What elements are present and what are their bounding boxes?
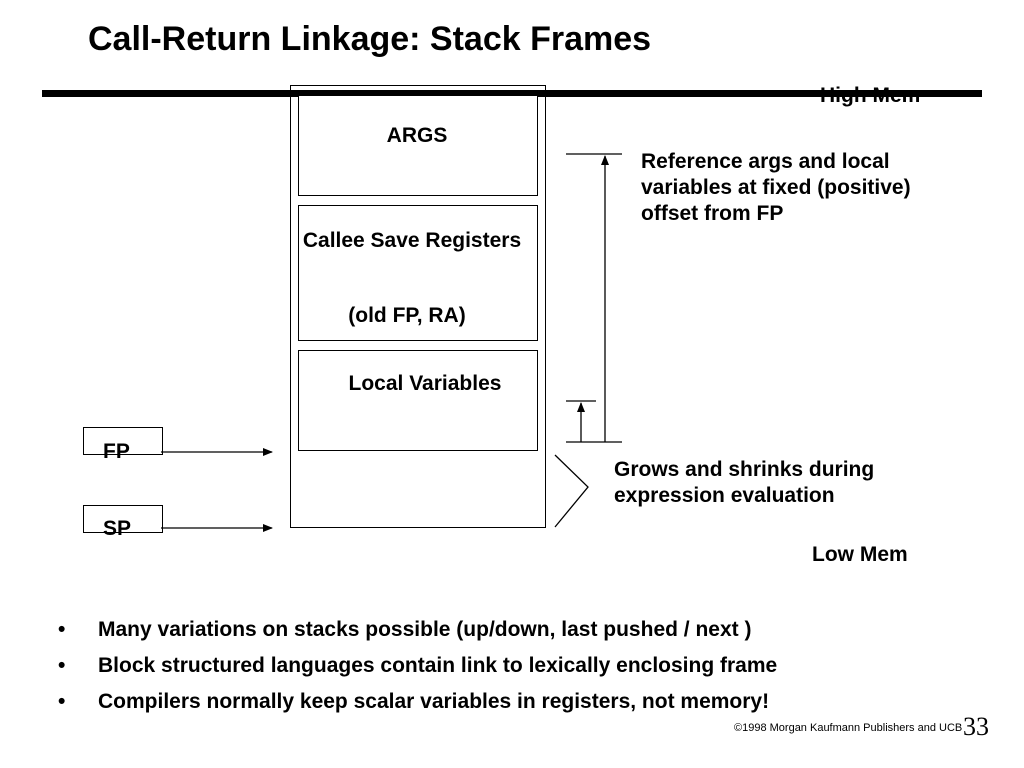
offset-range-arrow [566,153,622,443]
bullet-text: Block structured languages contain link … [98,654,778,677]
grows-note: Grows and shrinks during expression eval… [614,458,875,507]
bullet-item: • Block structured languages contain lin… [58,651,998,687]
bullet-list: • Many variations on stacks possible (up… [58,615,998,723]
local-variables-label: Local Variables [348,372,502,395]
local-variables-box [298,350,538,451]
bullet-dot: • [58,618,66,641]
bullet-text: Compilers normally keep scalar variables… [98,690,770,713]
reference-note: Reference args and local variables at fi… [641,150,911,225]
callee-save-box [298,205,538,341]
bullet-text: Many variations on stacks possible (up/d… [98,618,752,641]
bullet-item: • Many variations on stacks possible (up… [58,615,998,651]
copyright-notice: ©1998 Morgan Kaufmann Publishers and UCB [734,722,963,734]
bullet-dot: • [58,654,66,677]
callee-save-label: Callee Save Registers [302,229,522,252]
bullet-item: • Compilers normally keep scalar variabl… [58,687,998,723]
old-fp-ra-label: (old FP, RA) [348,304,466,327]
args-box [298,95,538,196]
title-rule [42,90,982,97]
slide-number: 33 [963,712,989,741]
fp-label: FP [103,440,130,463]
bullet-dot: • [58,690,66,713]
slide-title: Call-Return Linkage: Stack Frames [88,20,652,58]
low-mem-label: Low Mem [812,543,908,566]
args-label: ARGS [386,124,448,147]
grows-brace [554,454,589,528]
sp-label: SP [103,517,132,540]
stack-frame-outline [290,85,546,528]
sp-register-box [83,505,163,533]
high-mem-label: High Mem [820,84,921,107]
local-offset-arrow [566,400,596,442]
fp-register-box [83,427,163,455]
